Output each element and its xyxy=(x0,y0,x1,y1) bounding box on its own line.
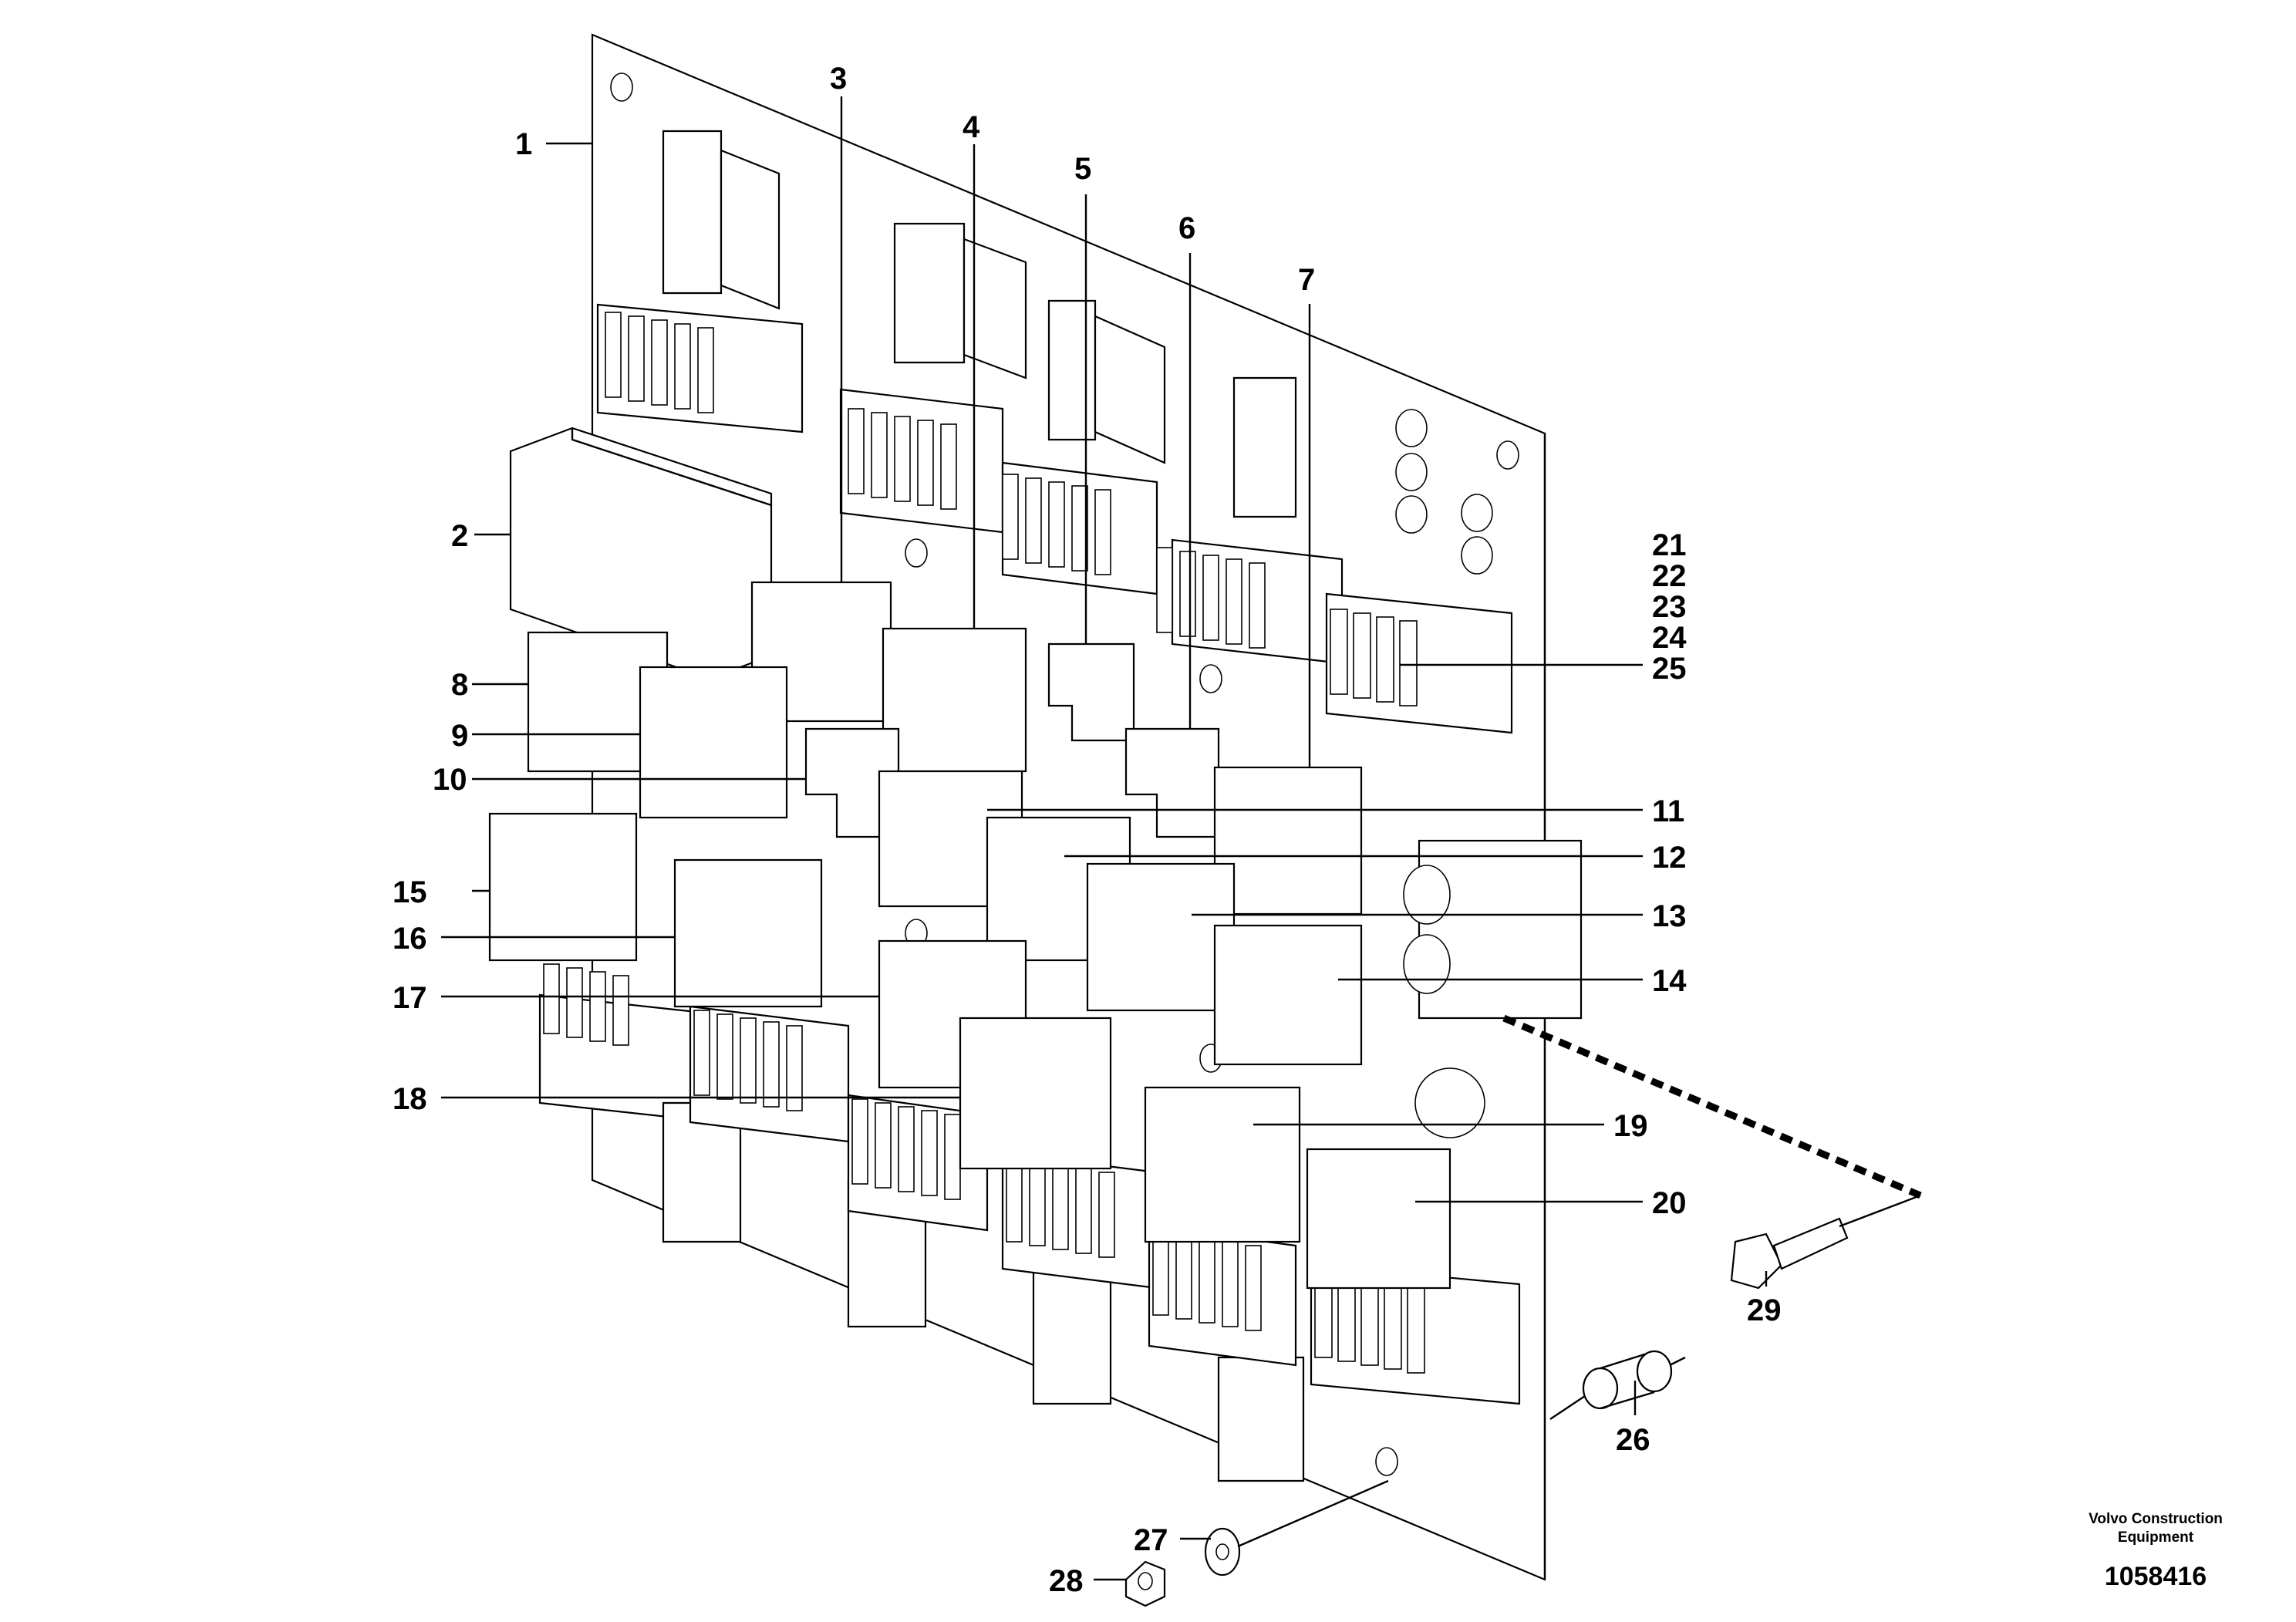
callout-21: 21 xyxy=(1652,528,1687,562)
callout-19: 19 xyxy=(1613,1109,1648,1143)
nut-28 xyxy=(1124,1560,1166,1607)
relay-19 xyxy=(1144,1086,1301,1243)
callout-28: 28 xyxy=(1049,1564,1084,1598)
callout-15: 15 xyxy=(393,875,427,909)
callout-3: 3 xyxy=(830,62,847,96)
callout-4: 4 xyxy=(963,110,980,144)
callout-9: 9 xyxy=(451,719,468,753)
relay-9 xyxy=(639,666,788,819)
callout-25: 25 xyxy=(1652,652,1687,686)
brand-line-2: Equipment xyxy=(2118,1529,2194,1546)
relay-13 xyxy=(1086,862,1236,1012)
callout-6: 6 xyxy=(1178,211,1195,245)
callout-22: 22 xyxy=(1652,559,1687,593)
callout-5: 5 xyxy=(1074,152,1091,186)
callout-12: 12 xyxy=(1652,841,1687,875)
callout-16: 16 xyxy=(393,922,427,956)
relay-3 xyxy=(750,581,892,723)
loose-hardware xyxy=(1124,1014,1922,1607)
callout-1: 1 xyxy=(515,127,532,161)
relay-7 xyxy=(1213,766,1363,916)
relay-18 xyxy=(959,1017,1112,1170)
relay-blocks xyxy=(488,427,1451,1290)
callout-24: 24 xyxy=(1652,621,1687,655)
part-number: 1058416 xyxy=(2105,1562,2207,1591)
callout-26: 26 xyxy=(1616,1423,1650,1457)
relay-4 xyxy=(882,627,1027,773)
brand-line-1: Volvo Construction xyxy=(2089,1511,2223,1527)
callout-18: 18 xyxy=(393,1082,427,1116)
relay-5 xyxy=(1047,642,1135,742)
board-connectors xyxy=(538,130,1583,1482)
screw-path-line xyxy=(1502,1014,1922,1199)
callout-2: 2 xyxy=(451,519,468,553)
callout-7: 7 xyxy=(1298,263,1315,297)
relay-15 xyxy=(488,812,638,962)
relay-10 xyxy=(804,727,900,838)
screw-29 xyxy=(1730,1194,1921,1290)
relay-20 xyxy=(1306,1148,1451,1290)
callout-11: 11 xyxy=(1652,794,1684,828)
relay-16 xyxy=(673,858,823,1008)
leader-lines xyxy=(441,96,1768,1581)
brand-block: Volvo Construction Equipment 1058416 xyxy=(2089,1511,2223,1591)
callout-labels: 1 2 3 4 5 6 7 8 9 10 11 12 13 14 15 16 1… xyxy=(393,62,1782,1598)
callout-27: 27 xyxy=(1134,1523,1168,1557)
washer-27 xyxy=(1204,1527,1241,1576)
callout-10: 10 xyxy=(433,763,467,797)
callout-17: 17 xyxy=(393,981,427,1015)
callout-29: 29 xyxy=(1747,1293,1782,1327)
callout-8: 8 xyxy=(451,668,468,702)
callout-14: 14 xyxy=(1652,964,1687,998)
callout-20: 20 xyxy=(1652,1186,1687,1220)
callout-13: 13 xyxy=(1652,899,1687,933)
relay-14 xyxy=(1213,924,1363,1066)
spacer-26 xyxy=(1549,1350,1686,1420)
callout-23: 23 xyxy=(1652,590,1687,624)
